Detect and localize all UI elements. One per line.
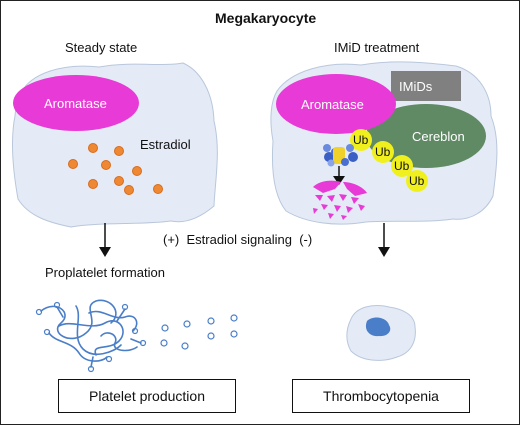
cereblon-label: Cereblon xyxy=(412,129,465,144)
imids-label: IMiDs xyxy=(399,79,433,94)
steady-state-heading: Steady state xyxy=(65,40,138,55)
proplatelet-tips xyxy=(35,301,147,373)
ub-label-1: Ub xyxy=(353,133,369,147)
thrombocytopenia-label: Thrombocytopenia xyxy=(323,388,439,404)
released-platelets xyxy=(160,314,238,350)
proteasome-icon xyxy=(323,144,358,167)
proplatelet-network xyxy=(40,299,142,368)
ub-label-2: Ub xyxy=(375,145,391,159)
aromatase-label-left: Aromatase xyxy=(44,96,107,111)
imid-treatment-heading: IMiD treatment xyxy=(334,40,420,55)
diagram-title: Megakaryocyte xyxy=(215,10,317,26)
thrombocytopenia-box: Thrombocytopenia xyxy=(292,379,470,413)
nucleus xyxy=(365,317,391,337)
degraded-aromatase-fragments xyxy=(313,180,367,220)
platelet-production-label: Platelet production xyxy=(89,388,205,404)
right-down-arrow xyxy=(378,223,390,257)
aromatase-right xyxy=(276,74,396,134)
aromatase-label-right: Aromatase xyxy=(301,97,364,112)
ub-label-3: Ub xyxy=(394,159,410,173)
ubiquitin-chain xyxy=(350,129,428,192)
estradiol-label: Estradiol xyxy=(140,137,191,152)
proplatelet-formation-label: Proplatelet formation xyxy=(45,265,165,280)
cereblon-ellipse xyxy=(366,104,486,168)
imids-box xyxy=(391,71,461,101)
left-down-arrow xyxy=(99,223,111,257)
estradiol-signaling-label: (+) Estradiol signaling (-) xyxy=(163,232,313,247)
ub-label-4: Ub xyxy=(409,174,425,188)
estradiol-molecules xyxy=(68,143,163,195)
aromatase-left xyxy=(13,75,139,131)
platelet-production-box: Platelet production xyxy=(58,379,236,413)
